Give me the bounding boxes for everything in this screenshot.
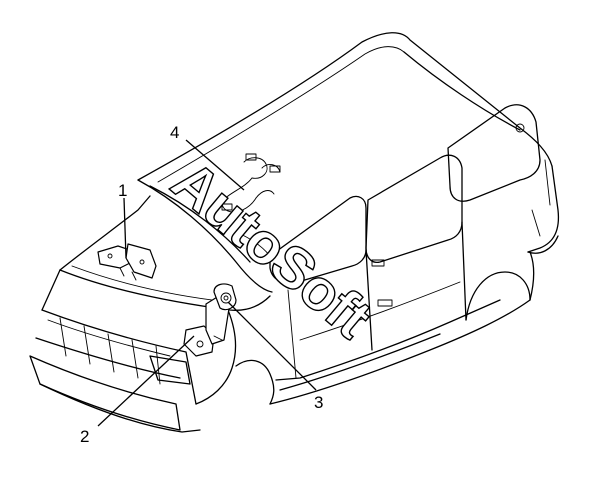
leader-line-3 (227, 301, 317, 391)
callout-2: 2 (80, 427, 89, 446)
svg-text:AutoSoft: AutoSoft (160, 148, 384, 350)
leader-lines (97, 139, 317, 427)
watermark: AutoSoft (159, 147, 384, 351)
leader-line-2 (97, 335, 195, 427)
leader-line-1 (123, 197, 127, 259)
leader-line-4 (185, 139, 245, 191)
callout-labels: 1 2 3 4 (80, 123, 323, 446)
minivan-line-drawing-icon (29, 32, 560, 433)
callout-3: 3 (314, 393, 323, 412)
callout-1: 1 (118, 181, 127, 200)
clamp-part-icon (213, 283, 237, 311)
bracket-part-icon (97, 243, 157, 281)
callout-4: 4 (170, 123, 179, 142)
